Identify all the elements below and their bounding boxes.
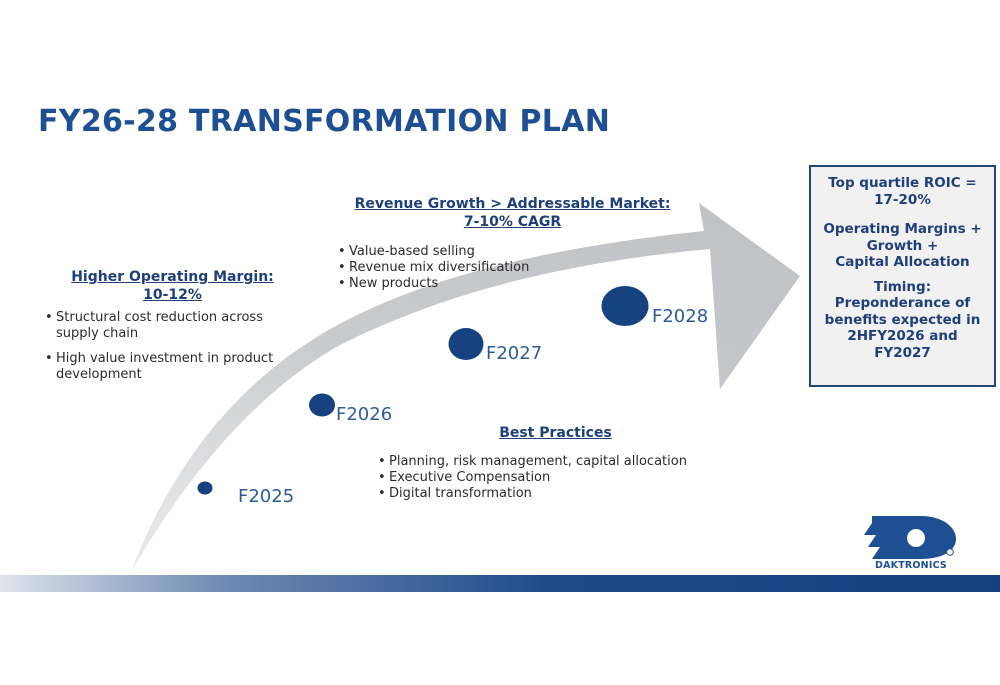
list-item: Digital transformation <box>378 486 738 502</box>
footer-bar <box>0 575 1000 592</box>
margins-line: Operating Margins + <box>823 221 982 237</box>
best-practices-block: Best Practices Planning, risk management… <box>378 424 738 502</box>
list-item: Executive Compensation <box>378 470 738 486</box>
outcome-box: Top quartile ROIC = 17-20% Operating Mar… <box>809 165 996 387</box>
revenue-growth-heading-line1: Revenue Growth > Addressable Market: <box>354 196 671 212</box>
timing-line: 2HFY2026 and <box>847 328 958 344</box>
milestone-dot-f2028 <box>601 286 649 326</box>
timing-line: benefits expected in <box>824 311 981 328</box>
list-item: Planning, risk management, capital alloc… <box>378 454 738 470</box>
list-item: High value investment in product develop… <box>45 351 300 383</box>
best-practices-list: Planning, risk management, capital alloc… <box>378 454 738 502</box>
operating-margin-block: Higher Operating Margin: 10-12% Structur… <box>45 268 300 392</box>
revenue-growth-list: Value-based selling Revenue mix diversif… <box>338 244 685 292</box>
milestone-dot-f2025 <box>197 481 213 495</box>
slide-title: FY26-28 TRANSFORMATION PLAN <box>38 104 611 139</box>
operating-margin-heading: Higher Operating Margin: 10-12% <box>45 268 300 304</box>
daktronics-d-mark-icon <box>864 516 956 559</box>
logo-wordmark: DAKTRONICS <box>875 560 947 571</box>
list-item: New products <box>338 276 685 292</box>
milestone-label-f2028: F2028 <box>652 306 709 327</box>
margins-line: Growth + <box>866 237 939 254</box>
revenue-growth-block: Revenue Growth > Addressable Market: 7-1… <box>338 195 685 292</box>
operating-margin-heading-line1: Higher Operating Margin: <box>71 269 274 285</box>
list-item: Revenue mix diversification <box>338 260 685 276</box>
operating-margin-list: Structural cost reduction across supply … <box>45 310 300 383</box>
operating-margin-heading-line2: 10-12% <box>143 287 202 303</box>
margins-growth-capital: Operating Margins + Growth + Capital All… <box>815 221 990 271</box>
margins-line: Capital Allocation <box>835 254 970 270</box>
roic-line: 17-20% <box>874 191 931 208</box>
timing-line: Preponderance of <box>834 295 971 311</box>
timing-note: Timing: Preponderance of benefits expect… <box>815 279 990 362</box>
milestone-label-f2025: F2025 <box>238 486 295 507</box>
revenue-growth-heading-line2: 7-10% CAGR <box>463 214 562 230</box>
best-practices-heading: Best Practices <box>499 425 612 441</box>
milestone-dot-f2027 <box>448 328 484 360</box>
timing-line: Timing: <box>873 278 932 295</box>
timing-line: FY2027 <box>874 344 931 361</box>
milestone-label-f2027: F2027 <box>486 343 543 364</box>
revenue-growth-heading: Revenue Growth > Addressable Market: 7-1… <box>340 195 685 231</box>
list-item: Value-based selling <box>338 244 685 260</box>
milestone-label-f2026: F2026 <box>336 404 393 425</box>
milestone-dot-f2026 <box>309 393 335 417</box>
list-item: Structural cost reduction across supply … <box>45 310 300 342</box>
roic-line: Top quartile ROIC = <box>828 175 977 191</box>
daktronics-logo: DAKTRONICS <box>858 512 964 574</box>
roic-target: Top quartile ROIC = 17-20% <box>815 175 990 208</box>
